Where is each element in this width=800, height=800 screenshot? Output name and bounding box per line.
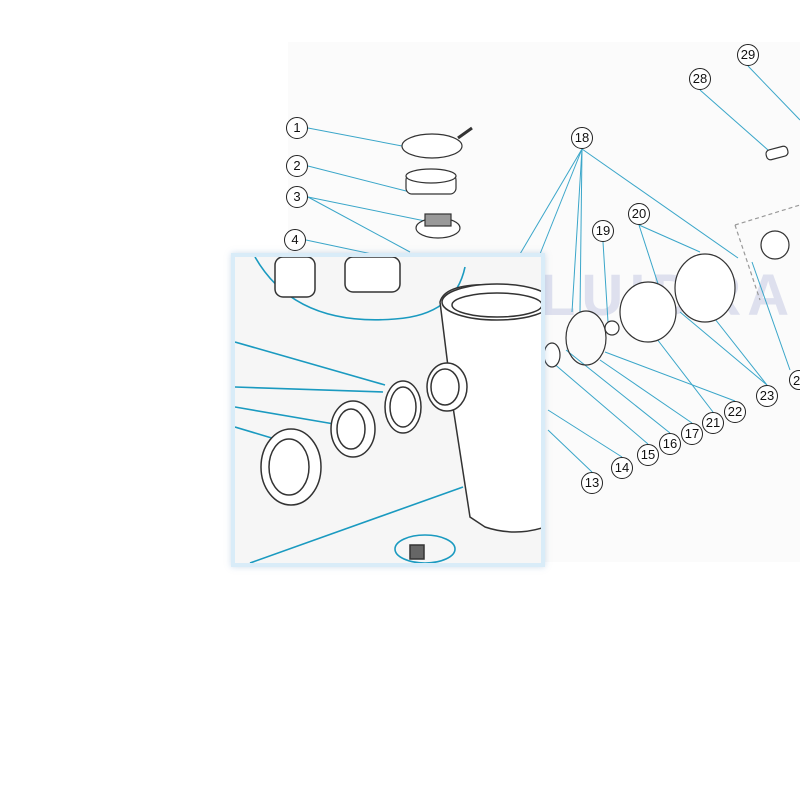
callout-15: 15	[637, 444, 659, 466]
callout-22: 22	[724, 401, 746, 423]
motor-flange-part	[760, 230, 790, 260]
callout-18: 18	[571, 127, 593, 149]
parts	[401, 126, 800, 368]
diffuser-part	[619, 281, 677, 343]
callout-1: 1	[286, 117, 308, 139]
seal-part	[604, 320, 620, 336]
callout-28: 28	[689, 68, 711, 90]
callout-14: 14	[611, 457, 633, 479]
callout-16: 16	[659, 433, 681, 455]
callout-19: 19	[592, 220, 614, 242]
magnified-pump-housing	[235, 257, 541, 563]
callout-20: 20	[628, 203, 650, 225]
capacitor-part	[765, 145, 789, 161]
callout-2: 2	[286, 155, 308, 177]
callout-21: 21	[702, 412, 724, 434]
callout-23: 23	[756, 385, 778, 407]
lid-ring-part	[401, 133, 463, 159]
callout-13: 13	[581, 472, 603, 494]
impeller-part	[543, 342, 561, 368]
zoom-magnifier[interactable]	[231, 253, 545, 567]
callout-29: 29	[737, 44, 759, 66]
callout-4: 4	[284, 229, 306, 251]
callout-3: 3	[286, 186, 308, 208]
oring-part	[565, 310, 607, 366]
seal-plate-part	[674, 253, 736, 323]
callout-17: 17	[681, 423, 703, 445]
